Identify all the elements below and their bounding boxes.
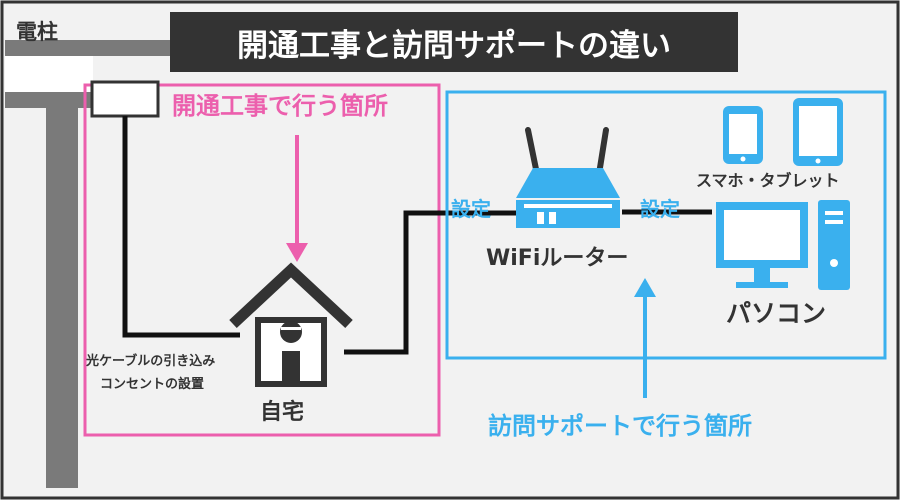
fiber-label: 光ケーブルの引き込み <box>86 354 216 369</box>
home-icon <box>229 262 353 387</box>
diagram-title: 開通工事と訪問サポートの違い <box>170 12 738 72</box>
support-area-label: 訪問サポートで行う箇所 <box>488 412 752 440</box>
construction-area-frame <box>83 83 441 437</box>
settings-label-right: 設定 <box>640 197 680 221</box>
outlet-label: コンセントの設置 <box>100 377 205 392</box>
fiber-cable <box>122 116 240 338</box>
devices-label: スマホ・タブレット <box>696 171 840 190</box>
home-label: 自宅 <box>260 400 305 425</box>
router-icon <box>516 127 620 228</box>
construction-arrow <box>286 135 308 262</box>
pole-label: 電柱 <box>16 20 58 44</box>
support-area-frame <box>445 90 887 360</box>
settings-label-left: 設定 <box>451 197 491 221</box>
pc-label: パソコン <box>726 299 827 328</box>
support-arrow <box>634 278 656 398</box>
desktop-pc-icon <box>716 200 850 290</box>
router-label: WiFiルーター <box>486 246 629 271</box>
construction-area-label: 開通工事で行う箇所 <box>172 92 388 120</box>
home-router-cable <box>344 210 516 355</box>
utility-pole <box>5 40 170 488</box>
phone-icon <box>723 106 763 164</box>
terminal-box <box>90 80 160 118</box>
tablet-icon <box>793 98 843 166</box>
